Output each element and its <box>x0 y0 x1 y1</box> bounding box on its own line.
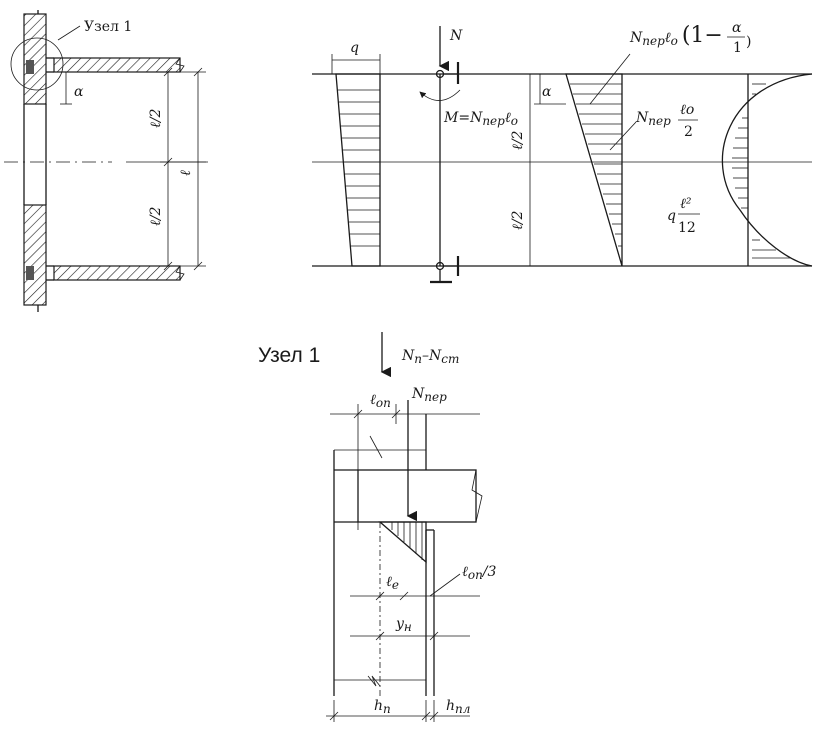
half-length-right-lower: ℓ/2 <box>510 210 526 230</box>
alpha-left-label: α <box>74 84 84 100</box>
reaction-wedge <box>378 521 427 564</box>
half-length-right-upper: ℓ/2 <box>510 130 526 150</box>
node-1-label: Узел 1 <box>84 19 132 35</box>
parabola-hatch <box>732 83 790 259</box>
slab-bottom <box>53 265 181 281</box>
half-length-lower: ℓ/2 <box>148 206 164 226</box>
l-e-label: ℓе <box>386 574 399 592</box>
alpha-right-label: α <box>542 84 552 100</box>
paren-close: ) <box>746 34 751 50</box>
y-n-label: yн <box>395 616 412 634</box>
parabolic-moment <box>721 73 813 267</box>
wall-lower-part <box>23 204 47 306</box>
triangle-hatch <box>570 83 622 247</box>
mid-frac-den: 2 <box>684 124 693 140</box>
support-pad-bottom <box>26 266 34 280</box>
axial-force-n: N <box>449 28 463 44</box>
support-pad-top <box>26 60 34 74</box>
h-n-label: hп <box>374 698 391 716</box>
mid-force-formula: Nпер <box>635 110 671 128</box>
moment-label: M=Nперℓо <box>443 110 518 128</box>
wall-section: Узел 1 α ℓ/2 ℓ/2 ℓ <box>4 10 208 312</box>
node-1-detail: Узел 1 Nп–Nст ℓоп Nпер <box>258 332 497 722</box>
q-moment-q: q <box>667 208 676 224</box>
node-1-highlight <box>10 37 64 91</box>
load-q-label: q <box>350 40 359 56</box>
top-force-formula: Nперℓо(1− <box>629 23 723 48</box>
mid-frac-num: ℓо <box>680 102 694 118</box>
wedge-hatch <box>391 522 423 560</box>
distributed-load-q <box>335 73 381 267</box>
full-length: ℓ <box>178 170 194 176</box>
l-op-third-label: ℓоп/3 <box>462 564 497 582</box>
load-arrows <box>338 89 380 247</box>
wall-upper-part <box>23 13 47 105</box>
load-diagrams: q N M=Nперℓо ℓ/2 ℓ/2 α <box>312 20 813 284</box>
alpha-frac-den: 1 <box>733 40 742 56</box>
h-w-label: hпл <box>446 698 470 716</box>
node-slab <box>357 469 477 523</box>
force-triangle-diagram <box>565 73 623 267</box>
node-1-title: Узел 1 <box>258 344 320 367</box>
slab-top <box>53 57 181 73</box>
l-op-label: ℓоп <box>370 392 391 410</box>
node-force-label: Nп–Nст <box>401 348 459 366</box>
alpha-frac-num: α <box>732 20 742 36</box>
n-per-label: Nпер <box>411 386 447 404</box>
half-length-upper: ℓ/2 <box>148 108 164 128</box>
q-moment-den: 12 <box>678 220 696 236</box>
q-moment-num: ℓ² <box>680 196 692 212</box>
